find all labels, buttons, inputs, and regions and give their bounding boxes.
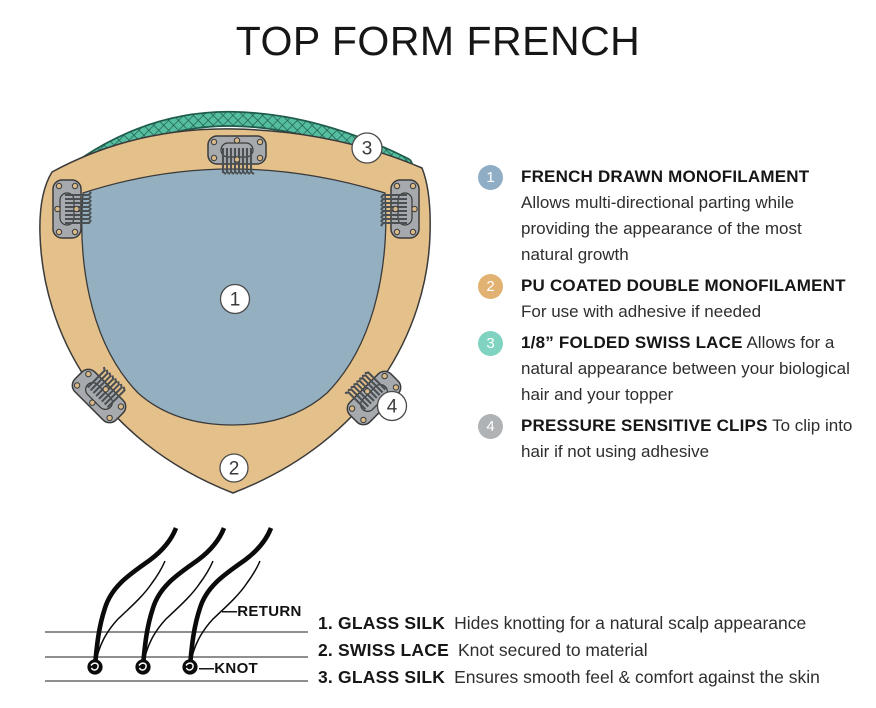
hair-knot-diagram: —RETURN —KNOT (45, 527, 308, 682)
legend-text-3: 1/8” FOLDED SWISS LACE Allows for a natu… (521, 330, 855, 408)
legend-text-1: FRENCH DRAWN MONOFILAMENT Allows multi-di… (521, 164, 855, 268)
legend-heading-4: PRESSURE SENSITIVE CLIPS (521, 416, 768, 435)
callout-3-number: 3 (362, 139, 373, 160)
topper-cap-diagram: 1 2 3 4 (39, 110, 431, 494)
knot-legend-desc-2: Knot secured to material (457, 640, 648, 660)
return-label: —RETURN (222, 603, 302, 620)
knot-legend-line-1: 1. GLASS SILK Hides knotting for a natura… (318, 613, 874, 633)
callout-1-number: 1 (230, 290, 241, 311)
callout-2-number: 2 (229, 459, 240, 480)
legend-item-4: 4 PRESSURE SENSITIVE CLIPS To clip into … (478, 413, 874, 465)
knot-legend-desc-1: Hides knotting for a natural scalp appea… (454, 613, 807, 633)
callout-2: 2 (219, 453, 249, 483)
knot-legend-label-1: 1. GLASS SILK (318, 613, 446, 633)
legend-body-2: For use with adhesive if needed (521, 302, 762, 321)
callout-4-number: 4 (387, 397, 398, 418)
page-title: TOP FORM FRENCH (235, 18, 641, 64)
legend-badge-2: 2 (478, 274, 503, 299)
callout-1: 1 (219, 283, 251, 315)
knot-legend: 1. GLASS SILK Hides knotting for a natura… (318, 613, 874, 696)
legend-badge-3: 3 (478, 331, 503, 356)
knot-legend-line-3: 3. GLASS SILK Ensures smooth feel & comfo… (318, 667, 874, 687)
legend-heading-3: 1/8” FOLDED SWISS LACE (521, 333, 743, 352)
callout-3: 3 (351, 132, 383, 164)
legend-badge-1: 1 (478, 165, 503, 190)
hair-strands (92, 527, 274, 667)
legend-heading-2: PU COATED DOUBLE MONOFILAMENT (521, 276, 846, 295)
feature-legend: 1 FRENCH DRAWN MONOFILAMENT Allows multi-… (478, 164, 874, 470)
legend-text-2: PU COATED DOUBLE MONOFILAMENT For use wit… (521, 273, 855, 325)
legend-body-4: To clip into hair if not using adhesive (521, 416, 853, 461)
legend-text-4: PRESSURE SENSITIVE CLIPS To clip into ha… (521, 413, 855, 465)
material-layer-lines (45, 631, 308, 682)
legend-item-2: 2 PU COATED DOUBLE MONOFILAMENT For use w… (478, 273, 874, 325)
legend-badge-4: 4 (478, 414, 503, 439)
legend-body-1: Allows multi-directional parting while p… (521, 193, 802, 264)
knots (87, 659, 198, 675)
callout-4: 4 (376, 390, 408, 422)
legend-item-1: 1 FRENCH DRAWN MONOFILAMENT Allows multi-… (478, 164, 874, 268)
knot-legend-line-2: 2. SWISS LACE Knot secured to material (318, 640, 874, 660)
legend-item-3: 3 1/8” FOLDED SWISS LACE Allows for a na… (478, 330, 874, 408)
knot-legend-label-3: 3. GLASS SILK (318, 667, 446, 687)
legend-heading-1: FRENCH DRAWN MONOFILAMENT (521, 167, 810, 186)
legend-body-3: Allows for a natural appearance between … (521, 333, 850, 404)
knot-legend-desc-3: Ensures smooth feel & comfort against th… (454, 667, 820, 687)
knot-label: —KNOT (199, 660, 258, 677)
knot-legend-label-2: 2. SWISS LACE (318, 640, 449, 660)
